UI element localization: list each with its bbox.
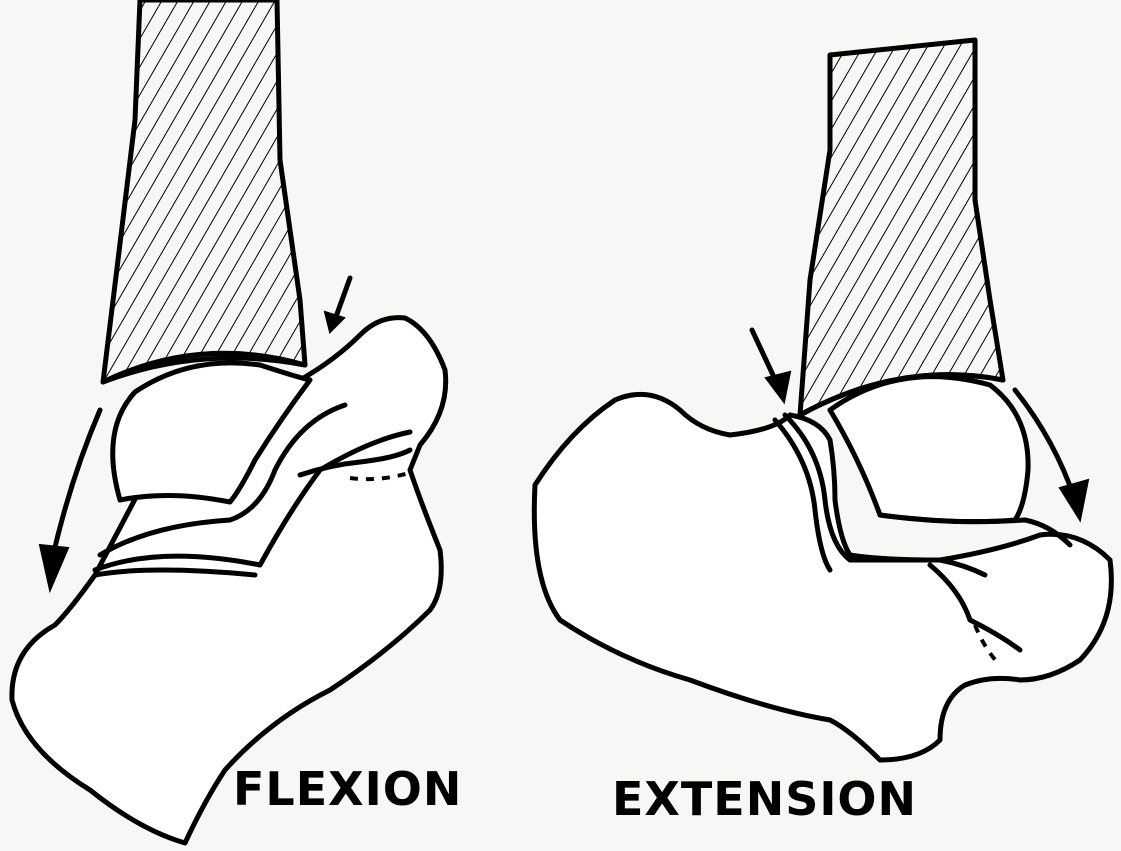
extension-label: EXTENSION (612, 772, 917, 826)
tibia-shaft (103, 0, 305, 382)
tibia-shaft-right (800, 40, 1003, 415)
extension-panel (534, 40, 1111, 760)
flexion-arrow-down (52, 410, 100, 560)
flexion-arrowhead-down (40, 545, 68, 590)
talus-dome-right (830, 377, 1028, 522)
flexion-label: FLEXION (233, 762, 462, 816)
flexion-arrowhead-small (325, 312, 344, 332)
extension-arrowhead-small (766, 372, 790, 402)
extension-arrowhead-down (1060, 480, 1088, 520)
flexion-panel (12, 0, 446, 843)
